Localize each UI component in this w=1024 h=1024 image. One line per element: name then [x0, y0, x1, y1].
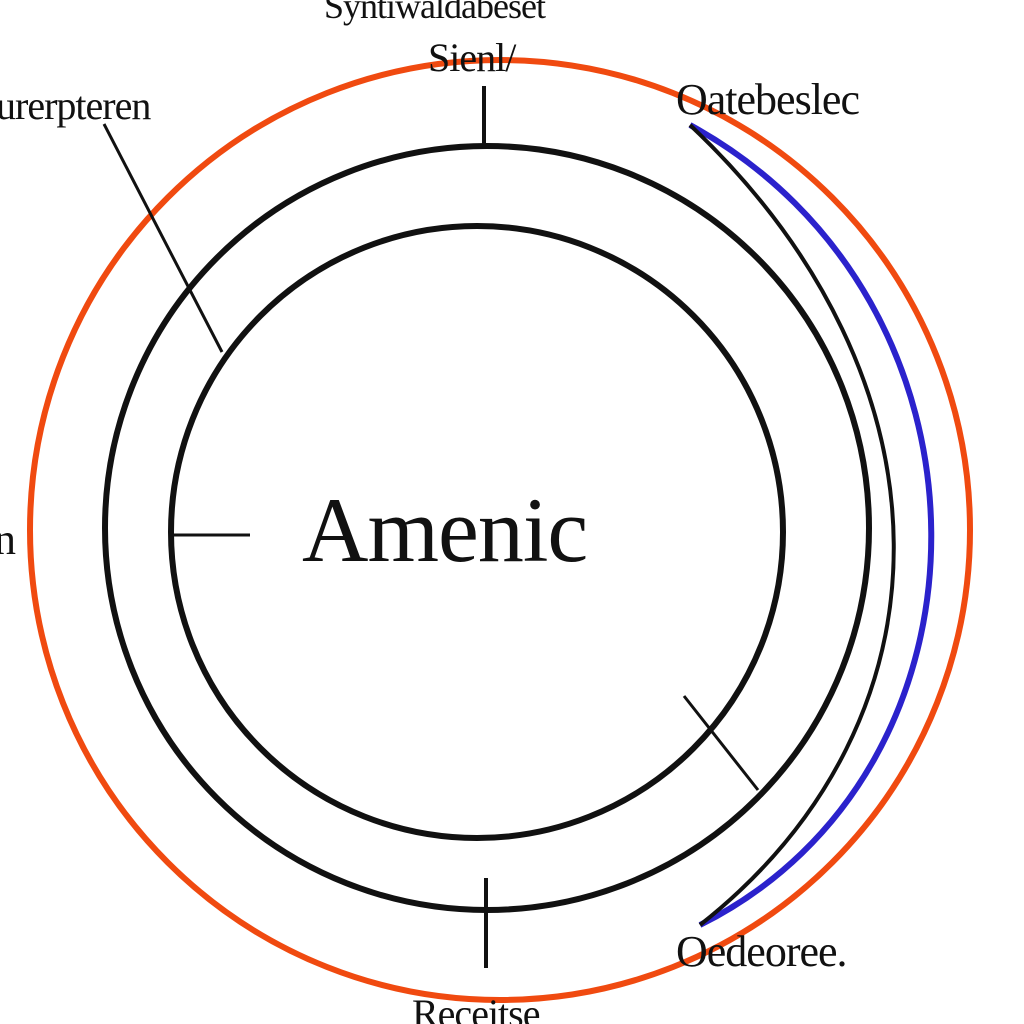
- top-left-leader: [102, 123, 224, 353]
- left-label: n: [0, 515, 16, 564]
- top-left-label: urerpteren: [0, 83, 151, 128]
- top-label: Syntiwaldabeset: [324, 0, 546, 26]
- right-arc: [688, 122, 935, 928]
- outer-ring: [27, 57, 973, 1003]
- center-label: Amenic: [302, 479, 588, 581]
- top-right-label: Oatebeslec: [676, 75, 860, 124]
- bottom-right-label: Oedeoree.: [676, 927, 848, 976]
- bottom-right-leader: [682, 695, 760, 791]
- inner-right-curve: [688, 123, 896, 927]
- inner-ring: [168, 223, 786, 841]
- bottom-label: Receitse: [412, 991, 540, 1024]
- top-sublabel: Sienl/: [428, 35, 516, 80]
